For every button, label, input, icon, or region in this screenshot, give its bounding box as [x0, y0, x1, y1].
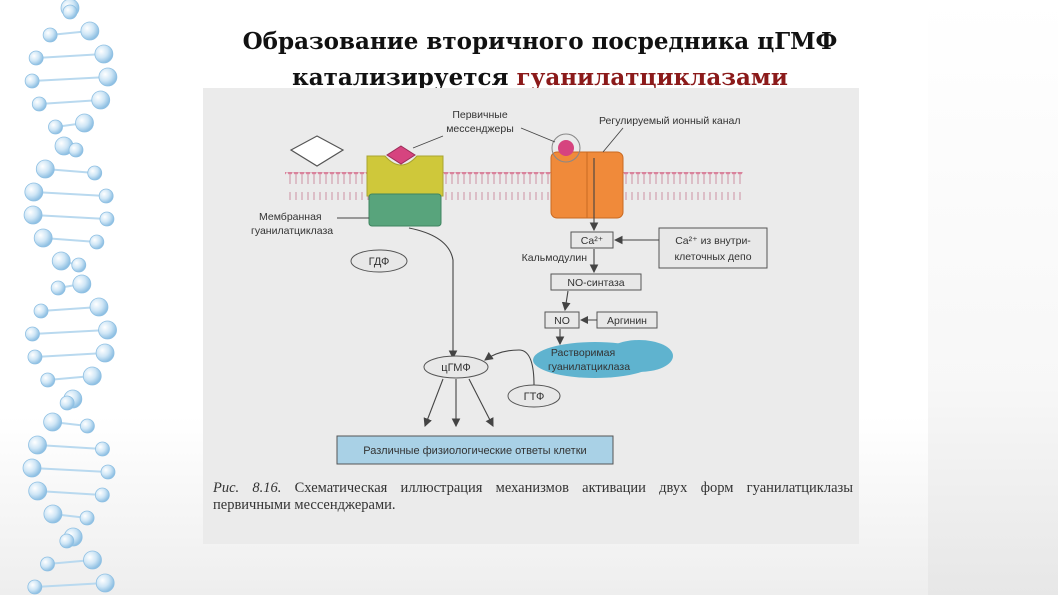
gtp-label: ГТФ: [524, 391, 545, 403]
slide-title-accent: гуанилатциклазами: [516, 64, 788, 91]
helix-bead: [83, 550, 102, 570]
helix-bead: [94, 44, 114, 64]
calmodulin-label: Кальмодулин: [522, 252, 588, 264]
helix-bead: [89, 297, 109, 317]
helix-bead: [50, 280, 66, 296]
helix-bead: [62, 4, 78, 20]
helix-bead: [33, 303, 49, 319]
helix-bead: [98, 188, 114, 204]
label-membrane-gc-1: Мембранная: [259, 211, 322, 223]
helix-bead: [79, 418, 95, 434]
right-decorative-band: [928, 0, 1058, 595]
ligand-diamond-empty: [289, 135, 345, 167]
cgmp-label: цГМФ: [441, 362, 470, 374]
channel-ligand: [558, 140, 574, 156]
helix-bead: [100, 464, 116, 480]
helix-bead: [59, 533, 75, 549]
helix-bead: [28, 481, 48, 501]
slide-title: Образование вторичного посредника цГМФ к…: [140, 24, 940, 96]
helix-bead: [25, 326, 40, 342]
helix-bead: [94, 487, 110, 503]
helix-bead: [33, 228, 53, 248]
helix-bead: [40, 556, 55, 572]
helix-bead: [98, 320, 117, 340]
helix-bead: [51, 251, 71, 271]
slide-title-line2: катализируется гуанилатциклазами: [140, 60, 940, 96]
helix-bead: [43, 412, 63, 432]
gdp-label: ГДФ: [369, 256, 390, 268]
helix-bead: [43, 504, 63, 524]
cgmp-node: [423, 355, 489, 379]
no-synthase-label: NO-синтаза: [567, 277, 624, 289]
cell-membrane: [285, 172, 743, 200]
label-membrane-gc-2: гуанилатциклаза: [251, 225, 333, 237]
helix-bead: [75, 113, 94, 133]
helix-bead: [27, 579, 43, 595]
ligand-diamond-bound: [386, 145, 416, 165]
gdp-node: [350, 249, 408, 273]
membrane-receptor-bottom: [368, 193, 442, 227]
figure-caption: Рис. 8.16. Схематическая иллюстрация мех…: [213, 480, 853, 514]
helix-bead: [72, 274, 92, 294]
slide-title-line2-start: катализируется: [292, 64, 509, 91]
helix-bead: [80, 21, 100, 41]
caption-figure-number: Рис. 8.16.: [213, 480, 282, 496]
membrane-receptor-top: [366, 155, 444, 197]
caption-text: Схематическая иллюстрация механизмов акт…: [213, 480, 853, 513]
label-primary-messengers-2: мессенджеры: [446, 123, 514, 135]
helix-bead: [87, 165, 103, 181]
helix-bead: [24, 182, 44, 202]
ca-depot-label-2: клеточных депо: [674, 251, 751, 263]
helix-bead: [82, 366, 102, 386]
helix-bead: [42, 27, 58, 43]
helix-bead: [99, 211, 115, 227]
ca-depot-box: [658, 227, 768, 269]
helix-bead: [95, 441, 110, 457]
helix-bead: [31, 96, 47, 112]
helix-bead: [89, 234, 105, 250]
helix-bead: [40, 372, 56, 388]
helix-bead: [98, 67, 118, 87]
label-ion-channel: Регулируемый ионный канал: [599, 115, 741, 127]
helix-bead: [95, 573, 115, 593]
helix-bead: [91, 90, 111, 110]
helix-bead: [23, 205, 43, 225]
soluble-gc-label-1: Растворимая: [551, 347, 615, 359]
helix-bead: [27, 349, 43, 365]
no-synthase-box: [550, 273, 642, 291]
helix-bead: [48, 119, 63, 135]
label-primary-messengers-1: Первичные: [452, 109, 507, 121]
helix-bead: [71, 257, 87, 273]
helix-bead: [22, 458, 42, 478]
ca-label: Ca²⁺: [581, 235, 604, 247]
arginine-label: Аргинин: [607, 315, 647, 327]
helix-bead: [35, 159, 55, 179]
no-label: NO: [554, 315, 570, 327]
helix-bead: [24, 73, 40, 89]
slide-title-line1: Образование вторичного посредника цГМФ: [242, 28, 838, 55]
responses-box: [336, 435, 614, 465]
responses-label: Различные физиологические ответы клетки: [363, 445, 586, 457]
helix-bead: [28, 50, 44, 66]
ca-depot-label-1: Ca²⁺ из внутри-: [675, 235, 751, 247]
helix-bead: [79, 510, 95, 526]
dna-helix-decoration: [22, 0, 118, 595]
helix-bead: [59, 395, 75, 411]
textbook-figure: Первичные мессенджеры Регулируемый ионны…: [203, 88, 859, 544]
ca-box: [570, 231, 614, 249]
guanylate-cyclase-diagram: Первичные мессенджеры Регулируемый ионны…: [251, 109, 768, 465]
no-box: [544, 311, 580, 329]
helix-bead: [28, 435, 47, 455]
helix-bead: [68, 142, 84, 158]
helix-bead: [95, 343, 115, 363]
soluble-gc-label-2: гуанилатциклаза: [548, 361, 630, 373]
